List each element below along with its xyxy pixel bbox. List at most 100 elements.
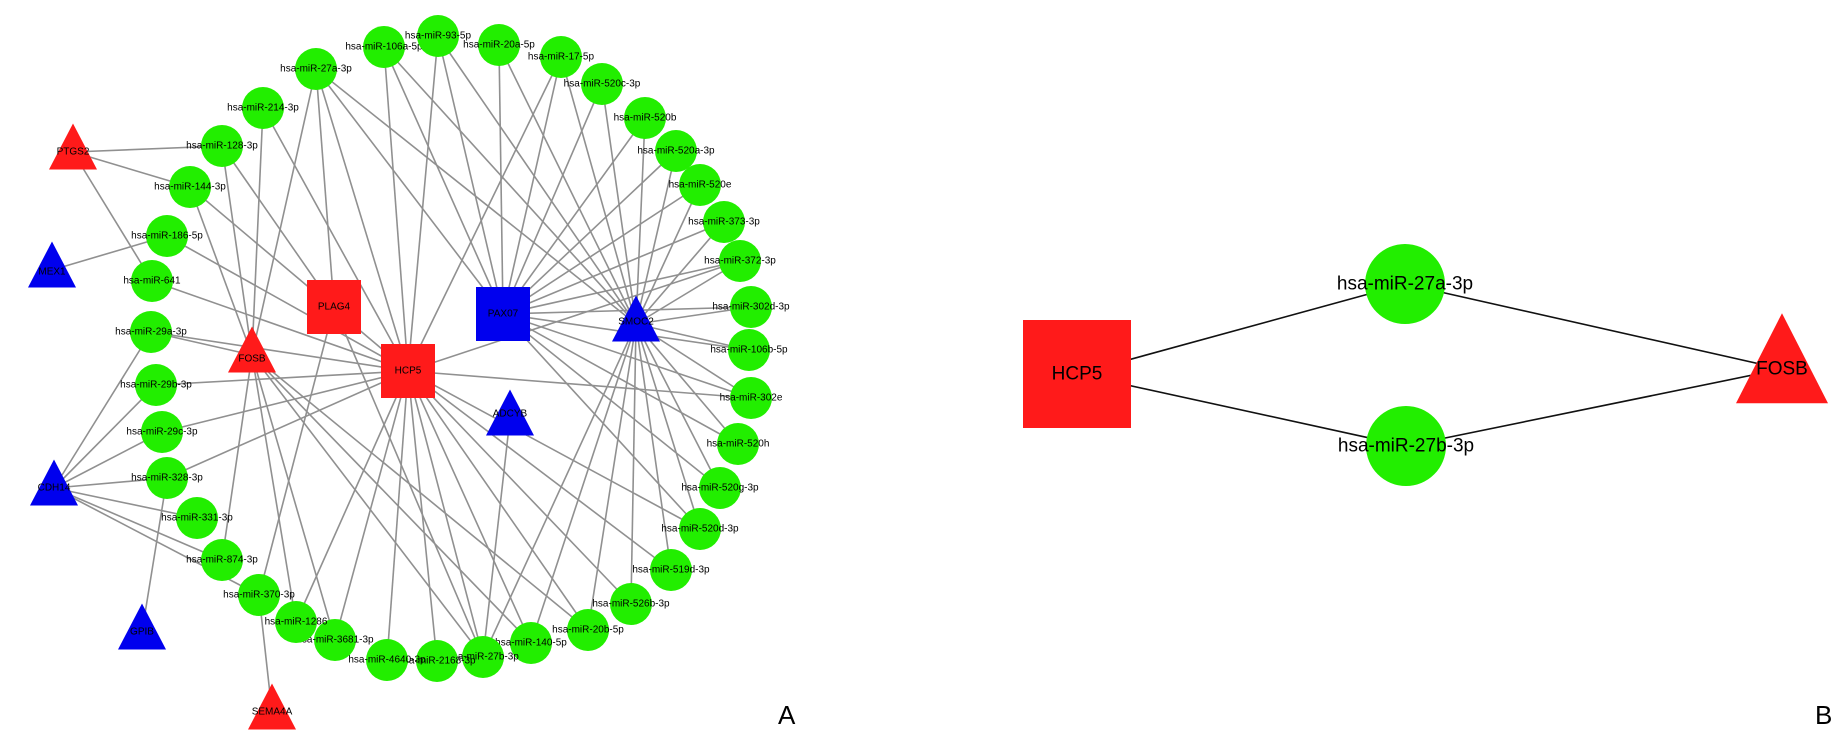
node-label: hsa-miR-519d-3p — [632, 565, 710, 576]
node-label: hsa-miR-29a-3p — [115, 327, 187, 338]
mirna-node-circle — [295, 48, 337, 90]
node-m23: hsa-miR-2168-3p — [398, 640, 476, 682]
edge-ptgs2-m37 — [72, 145, 223, 153]
edge-hcp5-m35 — [166, 235, 409, 372]
node-label: hsa-miR-328-3p — [131, 473, 203, 484]
edge-smoc2-m19 — [630, 323, 637, 605]
edge-smoc2-m21 — [530, 323, 637, 644]
edge-smoc2-m22 — [482, 323, 637, 658]
edge-plag4-m1 — [315, 68, 335, 308]
edge-hcp5-m38 — [262, 107, 409, 372]
mirna-node-circle — [1365, 244, 1445, 324]
node-m2: hsa-miR-106a-5p — [345, 26, 423, 68]
node-label: PAX07 — [488, 309, 519, 320]
node-m6: hsa-miR-520c-3p — [564, 63, 641, 105]
panel-a-nodes: hsa-miR-27a-3phsa-miR-106a-5phsa-miR-93-… — [28, 15, 790, 730]
node-label: hsa-miR-20a-5p — [463, 40, 535, 51]
mirna-node-circle — [610, 583, 652, 625]
edge-hcp5-m18 — [407, 370, 672, 571]
node-label: hsa-miR-106a-5p — [345, 42, 423, 53]
edge-pax07-m11 — [502, 260, 741, 315]
node-label: hsa-miR-520g-3p — [681, 483, 759, 494]
node-label: hsa-miR-144-3p — [154, 182, 226, 193]
node-label: hsa-miR-370-3p — [223, 590, 295, 601]
edge-fosb-m28 — [221, 354, 253, 561]
edge-adcyb-m22 — [482, 417, 511, 658]
node-m11: hsa-miR-372-3p — [704, 240, 776, 282]
node-label: hsa-miR-29b-3p — [120, 380, 192, 391]
edge-smoc2-m5 — [560, 56, 637, 325]
gene-node-triangle — [30, 459, 78, 506]
edge-hcp5-m23 — [407, 370, 438, 662]
mirna-node-circle — [176, 497, 218, 539]
node-hcp5: HCP5 — [381, 344, 435, 398]
gene-node-triangle — [118, 603, 166, 650]
gene-node-triangle — [612, 295, 660, 342]
node-label: hsa-miR-4640-3p — [348, 655, 426, 666]
node-m21: hsa-miR-140-5p — [495, 622, 567, 664]
mirna-node-circle — [510, 622, 552, 664]
edge-hcp5-m5 — [407, 56, 562, 372]
edge-m27a-fosbb — [1404, 283, 1783, 370]
edge-cdh14-m29 — [53, 487, 198, 519]
node-m10: hsa-miR-373-3p — [688, 201, 760, 243]
edge-smoc2-m15 — [635, 323, 739, 445]
node-label: FOSB — [238, 354, 266, 365]
edge-fosb-m22 — [251, 354, 484, 658]
node-m25: hsa-miR-3681-3p — [296, 619, 374, 661]
node-b-m27b: hsa-miR-27b-3p — [1338, 406, 1474, 486]
gene-node-triangle — [1736, 313, 1828, 404]
gene-node-triangle — [49, 123, 97, 170]
edge-pax07-m7 — [502, 117, 646, 315]
node-m26: hsa-miR-1286 — [265, 601, 328, 643]
node-label: GPIB — [130, 627, 154, 638]
node-label: hsa-miR-27a-3p — [280, 64, 352, 75]
edge-pax07-m10 — [502, 221, 725, 315]
node-sema4a: SEMA4A — [248, 683, 296, 730]
edge-cdh14-m33 — [53, 331, 152, 489]
node-m37: hsa-miR-128-3p — [186, 125, 258, 167]
node-fosb: FOSB — [228, 326, 276, 373]
gene-node-triangle — [228, 326, 276, 373]
gene-node-triangle — [486, 389, 534, 436]
mirna-node-circle — [624, 97, 666, 139]
panel-label-a: A — [778, 700, 796, 730]
edge-hcp5-m32 — [155, 370, 409, 386]
edge-hcp5-m19 — [407, 370, 632, 605]
gene-node-square — [307, 280, 361, 334]
mirna-node-circle — [1366, 406, 1446, 486]
edge-hcp5-m22 — [407, 370, 484, 658]
mirna-node-circle — [135, 364, 177, 406]
node-m30: hsa-miR-328-3p — [131, 457, 203, 499]
node-label: hsa-miR-27b-3p — [1338, 436, 1474, 457]
node-label: hsa-miR-302e — [720, 393, 783, 404]
node-label: SEMA4A — [252, 707, 293, 718]
node-m14: hsa-miR-302e — [720, 377, 783, 419]
mirna-node-circle — [703, 201, 745, 243]
node-m34: hsa-miR-641 — [123, 260, 181, 302]
mirna-node-circle — [581, 63, 623, 105]
edge-pax07-m1 — [315, 68, 504, 315]
node-b-fosbb: FOSB — [1736, 313, 1828, 404]
edge-pax07-m8 — [502, 150, 677, 315]
edge-gpib-m30 — [141, 477, 168, 633]
mirna-node-circle — [130, 311, 172, 353]
gene-node-square — [1023, 320, 1131, 428]
mirna-node-circle — [679, 164, 721, 206]
node-label: FOSB — [1756, 359, 1808, 380]
node-adcyb: ADCYB — [486, 389, 534, 436]
edge-hcp5-m20 — [407, 370, 589, 631]
node-m17: hsa-miR-520d-3p — [661, 508, 739, 550]
node-label: hsa-miR-140-5p — [495, 638, 567, 649]
node-label: HCP5 — [395, 366, 422, 377]
edge-pax07-m9 — [502, 184, 701, 315]
node-label: PLAG4 — [318, 302, 351, 313]
edge-hcp5-m24 — [386, 370, 409, 661]
mirna-node-circle — [655, 130, 697, 172]
node-m12: hsa-miR-302d-3p — [712, 286, 790, 328]
edge-plag4-m22 — [333, 306, 484, 658]
node-label: hsa-miR-526b-3p — [592, 599, 670, 610]
edge-pax07-m16 — [502, 313, 721, 489]
edge-hcp5-m26 — [295, 370, 409, 623]
